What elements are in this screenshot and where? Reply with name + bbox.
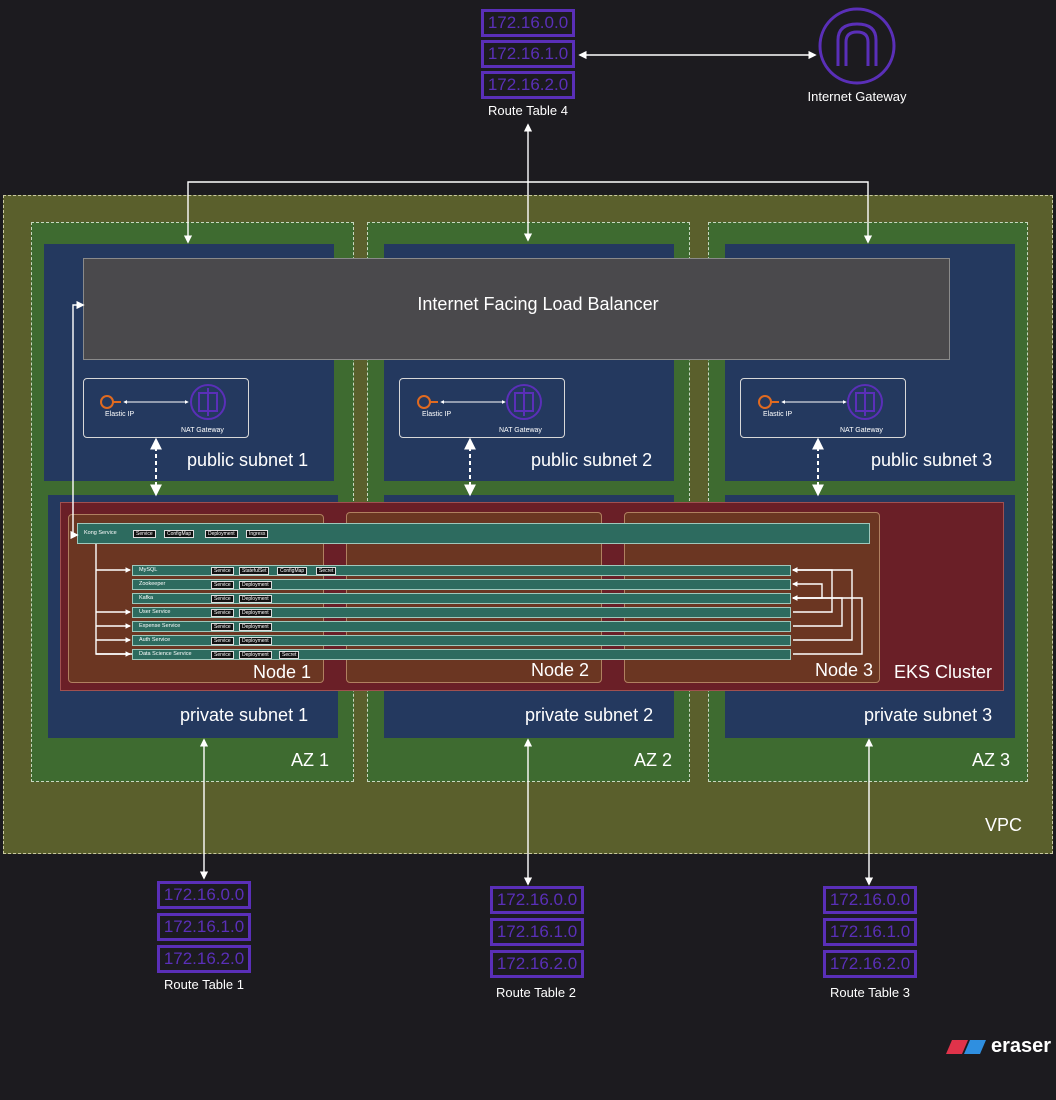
service-name: Kafka [139, 595, 154, 601]
eks-cluster-label: EKS Cluster [894, 662, 993, 682]
route-table-1-cidr: 172.16.0.0 [157, 881, 251, 909]
service-tag: Secret [279, 651, 300, 659]
nat-gateway-icon [417, 384, 542, 420]
az-1-label: AZ 1 [291, 750, 330, 770]
service-tag: Deployment [239, 609, 272, 617]
public-subnet-2-label: public subnet 2 [531, 450, 653, 470]
nat-box-1 [83, 378, 249, 438]
eraser-logo-icon [946, 1040, 986, 1054]
service-name: Expense Service [139, 623, 181, 629]
kong-tag: Deployment [205, 530, 238, 538]
route-table-2-cidr: 172.16.0.0 [490, 886, 584, 914]
service-tag: Service [211, 623, 234, 631]
eraser-brand: eraser [991, 1035, 1052, 1057]
user-mysql-loop [791, 567, 833, 613]
service-row-kafka[interactable]: Kafka Service Deployment [132, 593, 791, 604]
node-1-label: Node 1 [253, 662, 312, 682]
route-table-3-label: Route Table 3 [830, 985, 910, 1000]
service-name: User Service [139, 609, 171, 615]
service-tag: Deployment [239, 637, 272, 645]
route-table-1-cidr: 172.16.2.0 [157, 945, 251, 973]
route-table-3-cidr: 172.16.1.0 [823, 918, 917, 946]
public-subnet-3-label: public subnet 3 [871, 450, 993, 470]
route-table-3-cidr: 172.16.0.0 [823, 886, 917, 914]
service-tag: Deployment [239, 623, 272, 631]
internet-gateway-label: Internet Gateway [807, 89, 907, 104]
service-row-data-science-service[interactable]: Data Science Service Service Deployment … [132, 649, 791, 660]
service-tag: Service [211, 595, 234, 603]
lb-kong-connector [70, 300, 85, 540]
node-2-label: Node 2 [531, 660, 590, 680]
kong-fanout-connector [95, 544, 132, 655]
route-table-2-label: Route Table 2 [496, 985, 576, 1000]
kong-tag: Service [133, 530, 156, 538]
private-subnet-3-label: private subnet 3 [864, 705, 993, 725]
route-table-1-label: Route Table 1 [164, 977, 244, 992]
service-tag: StatefulSet [239, 567, 270, 575]
service-tag: Service [211, 651, 234, 659]
load-balancer-label: Internet Facing Load Balancer [417, 294, 659, 314]
service-row-user-service[interactable]: User Service Service Deployment [132, 607, 791, 618]
kong-service-name: Kong Service [84, 530, 117, 536]
ds-kafka-loop [791, 595, 863, 655]
route-table-2-cidr: 172.16.2.0 [490, 950, 584, 978]
public-subnet-1-label: public subnet 1 [187, 450, 309, 470]
private-subnet-1-label: private subnet 1 [180, 705, 309, 725]
nat-gateway-icon [100, 384, 226, 420]
rt4-public-branches [183, 181, 873, 244]
service-row-mysql[interactable]: MySQL Service StatefulSet ConfigMap Secr… [132, 565, 791, 576]
az-2-label: AZ 2 [634, 750, 673, 770]
az-3-label: AZ 3 [972, 750, 1011, 770]
service-tag: Secret [316, 567, 337, 575]
service-name: MySQL [139, 567, 158, 573]
internet-facing-load-balancer[interactable] [83, 258, 950, 360]
route-table-4-cidr: 172.16.1.0 [481, 40, 575, 68]
nat-gateway-label-3: NAT Gateway [840, 427, 883, 434]
kong-tag: ConfigMap [164, 530, 195, 538]
service-name: Zookeeper [139, 581, 166, 587]
service-name: Auth Service [139, 637, 171, 643]
private-subnet-2-label: private subnet 2 [525, 705, 654, 725]
kong-service-bar[interactable]: Kong Service Service ConfigMap Deploymen… [77, 523, 870, 544]
route-table-4-cidr: 172.16.0.0 [481, 9, 575, 37]
service-row-auth-service[interactable]: Auth Service Service Deployment [132, 635, 791, 646]
route-table-3-cidr: 172.16.2.0 [823, 950, 917, 978]
kong-tag: Ingress [246, 530, 269, 538]
nat-gateway-icon [758, 384, 883, 420]
elastic-ip-label-3: Elastic IP [763, 411, 793, 418]
service-tag: Deployment [239, 651, 272, 659]
vpc-label: VPC [985, 815, 1023, 835]
elastic-ip-label-1: Elastic IP [105, 411, 135, 418]
service-tag: Service [211, 637, 234, 645]
service-row-zookeeper[interactable]: Zookeeper Service Deployment [132, 579, 791, 590]
auth-mysql-loop [791, 567, 853, 641]
service-tag: Service [211, 609, 234, 617]
service-tag: Deployment [239, 581, 272, 589]
service-tag: Service [211, 581, 234, 589]
route-table-2-cidr: 172.16.1.0 [490, 918, 584, 946]
nat-gateway-label-1: NAT Gateway [181, 427, 224, 434]
service-name: Data Science Service [139, 651, 192, 657]
elastic-ip-label-2: Elastic IP [422, 411, 452, 418]
service-tag: ConfigMap [277, 567, 308, 575]
service-tag: Service [211, 567, 234, 575]
node-3-label: Node 3 [815, 660, 874, 680]
internet-gateway-icon[interactable] [818, 7, 896, 85]
nat-gateway-label-2: NAT Gateway [499, 427, 542, 434]
service-row-expense-service[interactable]: Expense Service Service Deployment [132, 621, 791, 632]
route-table-4-cidr: 172.16.2.0 [481, 71, 575, 99]
service-tag: Deployment [239, 595, 272, 603]
kafka-zookeeper-loop [791, 581, 823, 599]
route-table-1-cidr: 172.16.1.0 [157, 913, 251, 941]
route-table-4-label: Route Table 4 [488, 103, 568, 118]
